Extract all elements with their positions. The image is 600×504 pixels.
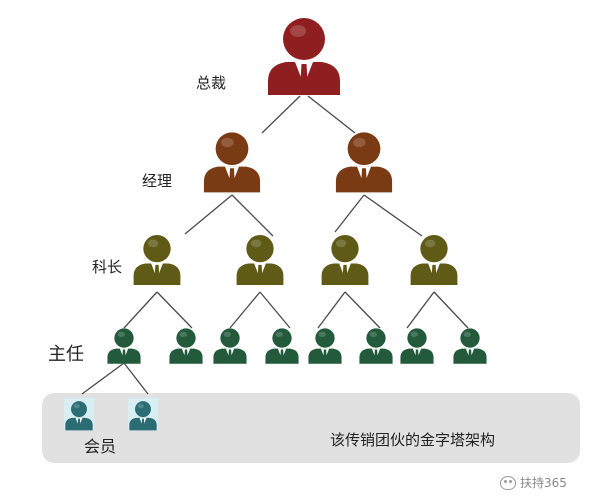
person-icon-zhuren — [265, 328, 299, 364]
connector — [406, 291, 435, 329]
connector — [184, 194, 233, 235]
watermark: 扶持365 — [500, 474, 567, 491]
person-icon-zhuren — [107, 328, 141, 364]
person-icon-zhuren — [453, 328, 487, 364]
people — [64, 18, 487, 431]
person-icon-zhuren — [400, 328, 434, 364]
person-icon-kezhang — [321, 234, 369, 285]
connector — [317, 291, 346, 329]
person-icon-zongcai — [268, 18, 340, 95]
label-zongcai: 总裁 — [196, 74, 227, 92]
person-icon-huiyuan — [129, 401, 157, 431]
person-icon-kezhang — [410, 234, 458, 285]
connector — [344, 291, 381, 329]
connector — [156, 291, 193, 329]
connector — [231, 194, 274, 237]
wechat-icon — [500, 475, 516, 490]
watermark-text: 扶持365 — [520, 476, 567, 490]
connector — [363, 194, 423, 237]
diagram-caption: 该传销团伙的金字塔架构 — [330, 431, 496, 449]
connector — [123, 291, 158, 329]
label-huiyuan: 会员 — [84, 437, 117, 456]
connector — [261, 95, 301, 134]
connector — [307, 95, 356, 134]
connector — [123, 362, 149, 395]
person-icon-zhuren — [213, 328, 247, 364]
person-icon-kezhang — [133, 234, 181, 285]
connector — [259, 291, 291, 329]
connector — [81, 362, 125, 395]
label-jingli: 经理 — [142, 172, 173, 190]
person-icon-huiyuan — [65, 401, 93, 431]
person-icon-zhuren — [169, 328, 203, 364]
connector-lines — [81, 95, 469, 395]
label-zhuren: 主任 — [48, 344, 84, 365]
person-icon-kezhang — [236, 234, 284, 285]
connector — [229, 291, 261, 329]
label-kezhang: 科长 — [92, 258, 123, 276]
person-icon-zhuren — [308, 328, 342, 364]
person-icon-jingli — [335, 132, 393, 193]
connector — [334, 194, 365, 233]
person-icon-zhuren — [359, 328, 393, 364]
connector — [433, 291, 469, 329]
person-icon-jingli — [203, 132, 261, 193]
